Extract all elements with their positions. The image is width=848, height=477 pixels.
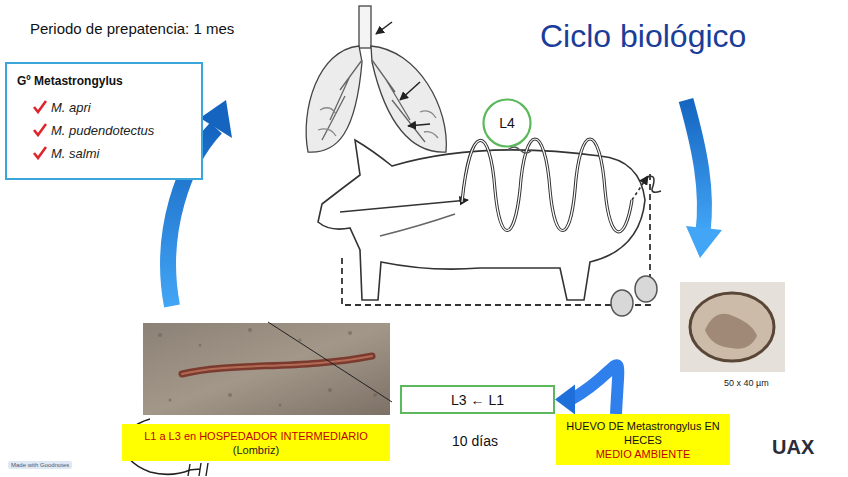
earthworm-photo (143, 322, 392, 415)
species-name: M. pudendotectus (51, 123, 154, 138)
note-label: 10 días (452, 433, 498, 449)
connector-arrowhead (555, 385, 575, 415)
species-row: M. apri (17, 96, 193, 119)
species-row: M. pudendotectus (17, 119, 193, 142)
cycle-arrow (686, 100, 704, 232)
species-row: M. salmi (17, 142, 193, 165)
stage-text: L3 ← L1 (451, 392, 504, 408)
air-arrow (400, 82, 420, 100)
stage-box: L1 a L3 en HOSPEDADOR INTERMEDIARIO(Lomb… (122, 424, 390, 461)
egg-symbol (635, 276, 657, 302)
check-stroke (34, 147, 46, 158)
species-name: M. salmi (51, 146, 99, 161)
cycle-arrowhead (686, 226, 722, 258)
check-mark (33, 123, 47, 137)
watermark: Made with Goodnotes (8, 461, 72, 469)
egg-symbol (611, 290, 633, 316)
air-arrow (376, 22, 392, 34)
stage-text: HUEVO DE Metastrongylus EN HECES (562, 419, 724, 447)
pig-drawing (318, 139, 661, 300)
note-label: 50 x 40 µm (724, 378, 769, 388)
stage-text: L4 (499, 115, 515, 131)
cycle-connector (555, 365, 618, 414)
logo-text: UAX (772, 436, 814, 459)
check-mark (33, 146, 47, 160)
stage-box: HUEVO DE Metastrongylus EN HECESMEDIO AM… (556, 414, 730, 465)
species-name: M. apri (51, 100, 91, 115)
check-mark (33, 100, 47, 114)
stage-text: (Lombriz) (233, 443, 279, 457)
diagram-title: Ciclo biológico (540, 18, 746, 55)
stage-box: L3 ← L1 (400, 385, 555, 414)
lungs-drawing (306, 6, 446, 152)
stage-text: L1 a L3 en HOSPEDADOR INTERMEDIARIO (144, 429, 368, 443)
connector-line (571, 365, 618, 414)
cycle-arrowhead (200, 100, 232, 138)
note-label: Periodo de prepatencia: 1 mes (30, 20, 234, 37)
handwritten-mark (188, 463, 208, 476)
dashed-path (342, 172, 650, 305)
stage-circle: L4 (482, 98, 532, 148)
circle-shape (484, 100, 531, 147)
egg-photo (680, 282, 785, 372)
check-stroke (34, 101, 46, 112)
air-arrow (408, 124, 430, 126)
genus-heading: Gº Metastrongylus (17, 74, 193, 88)
check-stroke (34, 124, 46, 135)
genus-box: Gº Metastrongylus M. apri M. pudendotectus… (5, 62, 203, 180)
stage-text: MEDIO AMBIENTE (596, 447, 691, 461)
